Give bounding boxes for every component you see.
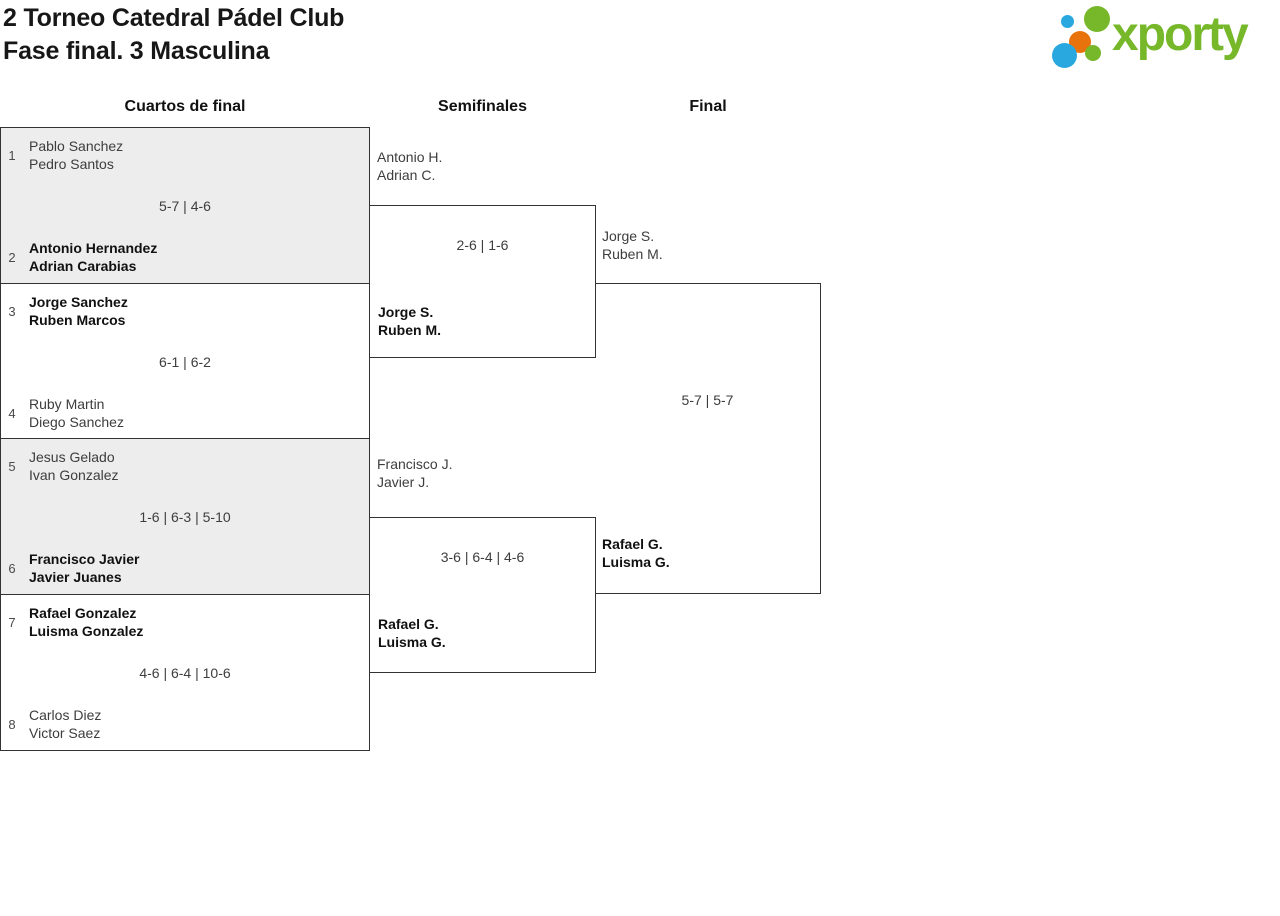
team-row: 3 Jorge Sanchez Ruben Marcos <box>1 293 128 329</box>
player-name: Francisco Javier <box>29 551 140 567</box>
match-score: 4-6 | 6-4 | 10-6 <box>139 665 231 681</box>
player-name: Rafael Gonzalez <box>29 605 137 621</box>
team-row: 7 Rafael Gonzalez Luisma Gonzalez <box>1 604 143 640</box>
logo-dot-green-large-icon <box>1084 6 1110 32</box>
logo-dot-blue-small-icon <box>1061 15 1074 28</box>
team-row: 6 Francisco Javier Javier Juanes <box>1 550 140 586</box>
final-team1: Jorge S. Ruben M. <box>602 227 663 263</box>
match-quarterfinal-3: 5 Jesus Gelado Ivan Gonzalez 1-6 | 6-3 |… <box>0 439 370 595</box>
team-names: Pablo Sanchez Pedro Santos <box>29 137 123 173</box>
player-name: Antonio H. <box>377 149 443 165</box>
player-name: Francisco J. <box>377 456 453 472</box>
match-quarterfinal-1: 1 Pablo Sanchez Pedro Santos 5-7 | 4-6 2… <box>0 127 370 284</box>
round-header-semifinals: Semifinales <box>438 98 527 115</box>
seed-number: 6 <box>8 560 16 576</box>
seed-number: 4 <box>8 405 16 421</box>
match-final: 5-7 | 5-7 Rafael G. Luisma G. <box>595 283 821 594</box>
player-name: Ruben M. <box>378 322 441 338</box>
player-name: Javier Juanes <box>29 569 122 585</box>
seed-number: 3 <box>8 303 16 319</box>
player-name: Jorge S. <box>602 228 655 244</box>
team-names: Ruby Martin Diego Sanchez <box>29 395 124 431</box>
logo-dot-blue-large-icon <box>1052 43 1077 68</box>
semifinal-2-team1: Francisco J. Javier J. <box>377 455 452 491</box>
semifinal-2-team2: Rafael G. Luisma G. <box>378 615 446 651</box>
round-header-final: Final <box>689 98 727 115</box>
logo-wordmark: xporty <box>1112 8 1249 61</box>
team-names: Francisco Javier Javier Juanes <box>29 550 140 586</box>
match-semifinal-2: 3-6 | 6-4 | 4-6 Rafael G. Luisma G. <box>369 517 596 673</box>
player-name: Rafael G. <box>378 616 439 632</box>
seed-number: 8 <box>8 716 16 732</box>
player-name: Antonio Hernandez <box>29 240 158 256</box>
tournament-subtitle: Fase final. 3 Masculina <box>3 37 270 65</box>
player-name: Luisma G. <box>602 554 670 570</box>
match-score: 3-6 | 6-4 | 4-6 <box>440 549 525 565</box>
match-score: 6-1 | 6-2 <box>159 354 211 370</box>
team-row: 1 Pablo Sanchez Pedro Santos <box>1 137 123 173</box>
team-names: Jorge Sanchez Ruben Marcos <box>29 293 128 329</box>
player-name: Carlos Diez <box>29 707 102 723</box>
logo-dot-green-small-icon <box>1085 45 1101 61</box>
team-names: Carlos Diez Victor Saez <box>29 706 101 742</box>
team-names: Antonio Hernandez Adrian Carabias <box>29 239 157 275</box>
player-name: Adrian C. <box>377 167 436 183</box>
match-score: 5-7 | 5-7 <box>681 392 734 408</box>
player-name: Jesus Gelado <box>29 449 115 465</box>
player-name: Luisma Gonzalez <box>29 623 144 639</box>
player-name: Jorge Sanchez <box>29 294 128 310</box>
seed-number: 2 <box>8 249 16 265</box>
team-names: Rafael Gonzalez Luisma Gonzalez <box>29 604 143 640</box>
page-header: 2 Torneo Catedral Pádel Club Fase final.… <box>3 2 344 68</box>
final-team2: Rafael G. Luisma G. <box>602 535 670 571</box>
seed-number: 1 <box>8 147 16 163</box>
match-quarterfinal-4: 7 Rafael Gonzalez Luisma Gonzalez 4-6 | … <box>0 595 370 751</box>
player-name: Pedro Santos <box>29 156 114 172</box>
round-header-quarterfinals: Cuartos de final <box>124 98 246 115</box>
player-name: Ruben Marcos <box>29 312 126 328</box>
team-names: Jesus Gelado Ivan Gonzalez <box>29 448 119 484</box>
team-row: 2 Antonio Hernandez Adrian Carabias <box>1 239 157 275</box>
player-name: Ruby Martin <box>29 396 105 412</box>
player-name: Adrian Carabias <box>29 258 137 274</box>
player-name: Ivan Gonzalez <box>29 467 119 483</box>
player-name: Jorge S. <box>378 304 434 320</box>
match-score: 1-6 | 6-3 | 5-10 <box>139 509 231 525</box>
team-row: 4 Ruby Martin Diego Sanchez <box>1 395 124 431</box>
player-name: Diego Sanchez <box>29 414 124 430</box>
tournament-title: 2 Torneo Catedral Pádel Club <box>3 4 345 32</box>
match-score: 2-6 | 1-6 <box>456 237 509 253</box>
player-name: Javier J. <box>377 474 430 490</box>
player-name: Pablo Sanchez <box>29 138 124 154</box>
team-row: 8 Carlos Diez Victor Saez <box>1 706 101 742</box>
player-name: Rafael G. <box>602 536 663 552</box>
seed-number: 7 <box>8 614 16 630</box>
team-row: 5 Jesus Gelado Ivan Gonzalez <box>1 448 119 484</box>
match-quarterfinal-2: 3 Jorge Sanchez Ruben Marcos 6-1 | 6-2 4… <box>0 284 370 439</box>
semifinal-1-team2: Jorge S. Ruben M. <box>378 303 441 339</box>
semifinal-1-team1: Antonio H. Adrian C. <box>377 148 442 184</box>
seed-number: 5 <box>8 458 16 474</box>
player-name: Luisma G. <box>378 634 446 650</box>
xporty-logo[interactable]: xporty <box>1048 0 1280 78</box>
player-name: Victor Saez <box>29 725 101 741</box>
match-semifinal-1: 2-6 | 1-6 Jorge S. Ruben M. <box>369 205 596 358</box>
match-score: 5-7 | 4-6 <box>159 198 211 214</box>
player-name: Ruben M. <box>602 246 663 262</box>
